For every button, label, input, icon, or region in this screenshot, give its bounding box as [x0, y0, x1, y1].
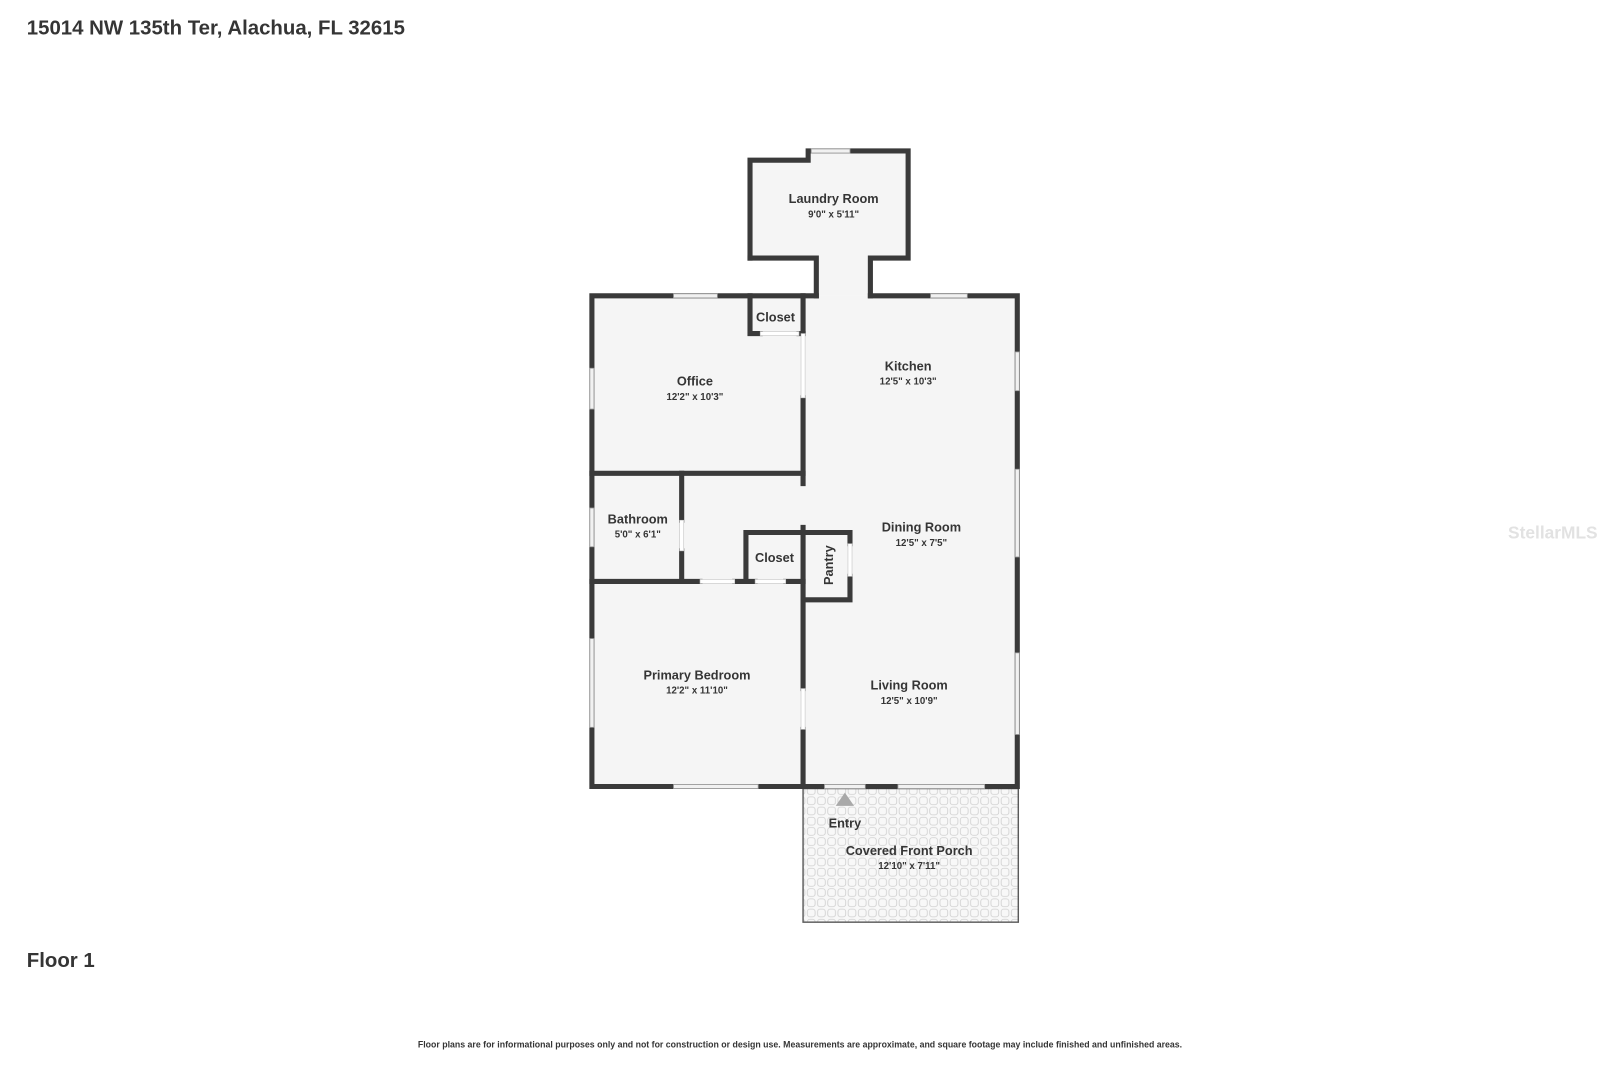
- window: [1014, 351, 1020, 392]
- window: [589, 367, 595, 410]
- living-room-dims: 12'5" x 10'9": [881, 696, 938, 707]
- floor-label: Floor 1: [27, 950, 95, 972]
- laundry-room-dims: 9'0" x 5'11": [808, 209, 859, 220]
- office-name: Office: [677, 374, 713, 389]
- window: [589, 638, 595, 728]
- porch-dims: 12'10" x 7'11": [878, 861, 940, 872]
- entry-label: Entry: [829, 815, 863, 830]
- office-closet-door: [759, 331, 800, 336]
- window: [589, 507, 595, 548]
- hall-closet-name: Closet: [755, 550, 795, 565]
- kitchen-name: Kitchen: [885, 358, 932, 373]
- doors: [679, 331, 866, 789]
- dining-room-dims: 12'5" x 7'5": [896, 538, 948, 549]
- bathroom-dims: 5'0" x 6'1": [615, 530, 661, 541]
- bathroom-name: Bathroom: [608, 511, 668, 526]
- window: [1014, 468, 1020, 558]
- kitchen-dims: 12'5" x 10'3": [880, 377, 937, 388]
- primary-bedroom-name: Primary Bedroom: [643, 667, 750, 682]
- primary-bedroom-dims: 12'2" x 11'10": [666, 686, 728, 697]
- window: [673, 784, 759, 789]
- window: [1014, 652, 1020, 735]
- window: [673, 293, 718, 299]
- hall-closet-door: [754, 579, 787, 584]
- property-address: 15014 NW 135th Ter, Alachua, FL 32615: [27, 18, 405, 40]
- window: [930, 293, 968, 299]
- living-room-name: Living Room: [871, 678, 948, 693]
- wall: [747, 293, 763, 337]
- windows: [589, 148, 1020, 789]
- pantry-door: [847, 543, 853, 577]
- wall: [800, 573, 853, 603]
- porch-name: Covered Front Porch: [846, 843, 973, 858]
- wall: [743, 529, 806, 585]
- office-door: [800, 333, 806, 399]
- office-closet-name: Closet: [756, 309, 796, 324]
- window: [897, 784, 986, 789]
- wall: [747, 148, 911, 299]
- bedroom-hall-door: [699, 579, 736, 584]
- bedroom-living-door: [800, 688, 806, 730]
- laundry-floor: [750, 150, 909, 296]
- room-labels: Laundry Room 9'0" x 5'11" Closet Office …: [608, 191, 973, 872]
- wall: [800, 529, 853, 547]
- dining-room-name: Dining Room: [882, 519, 961, 534]
- disclaimer-text: Floor plans are for informational purpos…: [418, 1040, 1182, 1050]
- laundry-room-name: Laundry Room: [789, 191, 879, 206]
- window: [810, 148, 851, 154]
- bathroom-door: [679, 519, 685, 552]
- office-dims: 12'2" x 10'3": [666, 392, 723, 403]
- front-door: [824, 784, 866, 789]
- watermark-logo: StellarMLS: [1508, 523, 1598, 543]
- entry-arrow-icon: [835, 792, 855, 806]
- walls: [589, 148, 1020, 790]
- porch-area: [802, 787, 1020, 923]
- wall: [747, 255, 819, 299]
- pantry-name: Pantry: [821, 544, 836, 585]
